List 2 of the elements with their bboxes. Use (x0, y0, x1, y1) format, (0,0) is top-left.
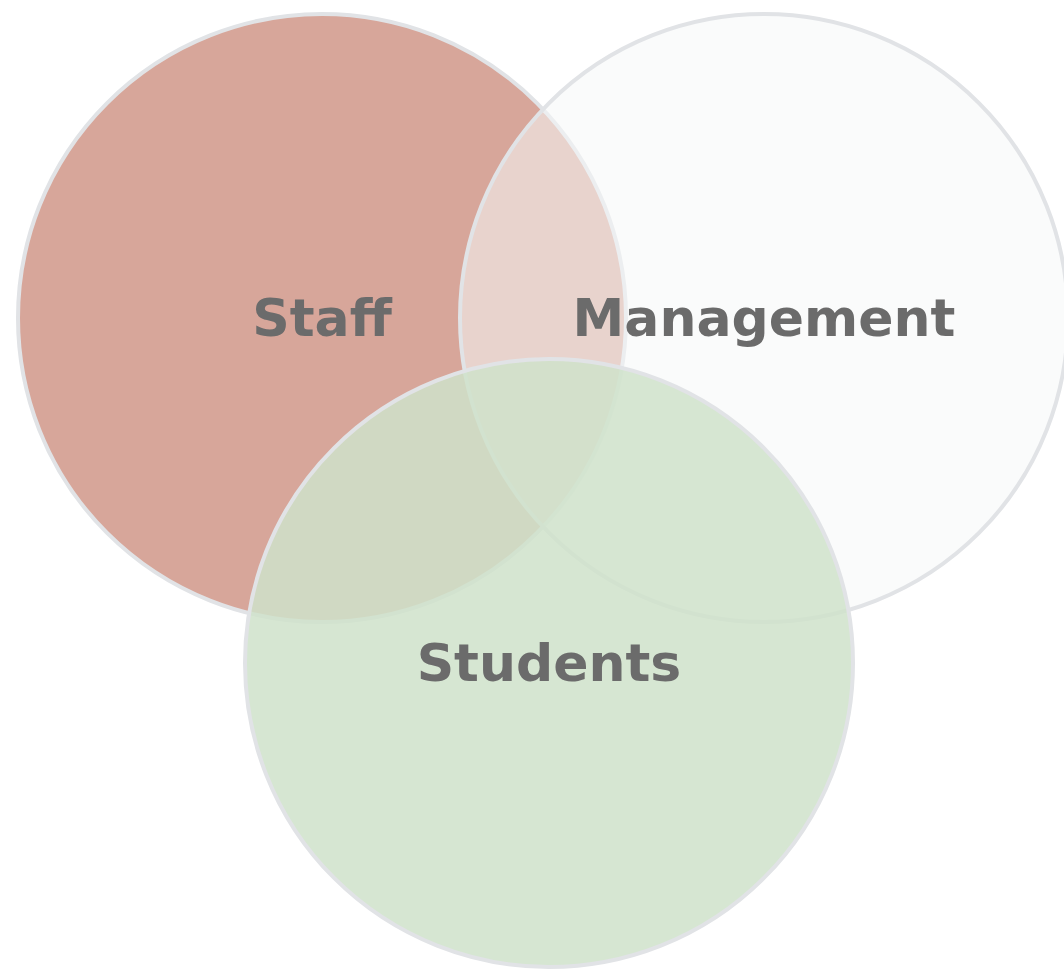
set-label: Students (415, 633, 683, 693)
set-label: Management (571, 288, 957, 348)
